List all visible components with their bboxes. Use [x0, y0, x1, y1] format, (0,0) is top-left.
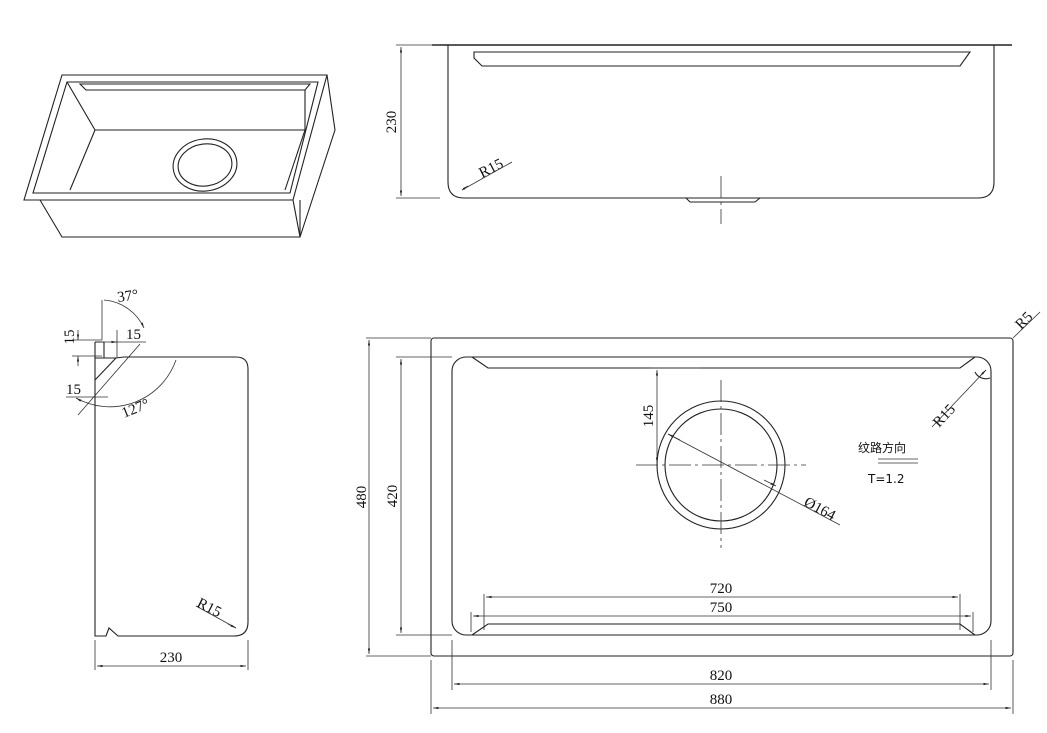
side-v15-label: 15: [62, 330, 78, 345]
plan-ledge-750-label: 750: [710, 600, 733, 616]
front-height-label: 230: [384, 111, 400, 134]
side-view: 15 15 15 37° 127° R15 230: [62, 287, 249, 670]
plan-inner-width-label: 820: [710, 668, 733, 684]
plan-outer-width-label: 880: [710, 692, 733, 708]
isometric-view: [23, 74, 336, 238]
plan-drain-offset-label: 145: [641, 405, 657, 428]
side-angle-top-label: 37°: [116, 287, 139, 306]
plan-outer-height-label: 480: [354, 486, 370, 509]
plan-inner-height-label: 420: [385, 485, 401, 508]
front-view: 230 R15: [384, 44, 1012, 224]
side-h15-top-label: 15: [126, 327, 141, 343]
plan-view: 480 420 145 Ø164 R15 R5 720 750 820 880 …: [354, 309, 1041, 714]
side-radius-label: R15: [194, 595, 224, 621]
side-h15-bottom-label: 15: [66, 382, 81, 398]
plan-outer-radius-label: R5: [1013, 309, 1037, 333]
thickness-note: T=1.2: [867, 472, 904, 486]
side-width-label: 230: [160, 650, 183, 666]
plan-ledge-720-label: 720: [710, 581, 733, 597]
front-radius-label: R15: [477, 156, 507, 182]
grain-direction-note: 纹路方向: [858, 440, 906, 455]
plan-drain-dia-label: Ø164: [801, 494, 838, 524]
side-angle-bottom-label: 127°: [120, 396, 152, 422]
plan-corner-radius-label: R15: [930, 402, 959, 431]
